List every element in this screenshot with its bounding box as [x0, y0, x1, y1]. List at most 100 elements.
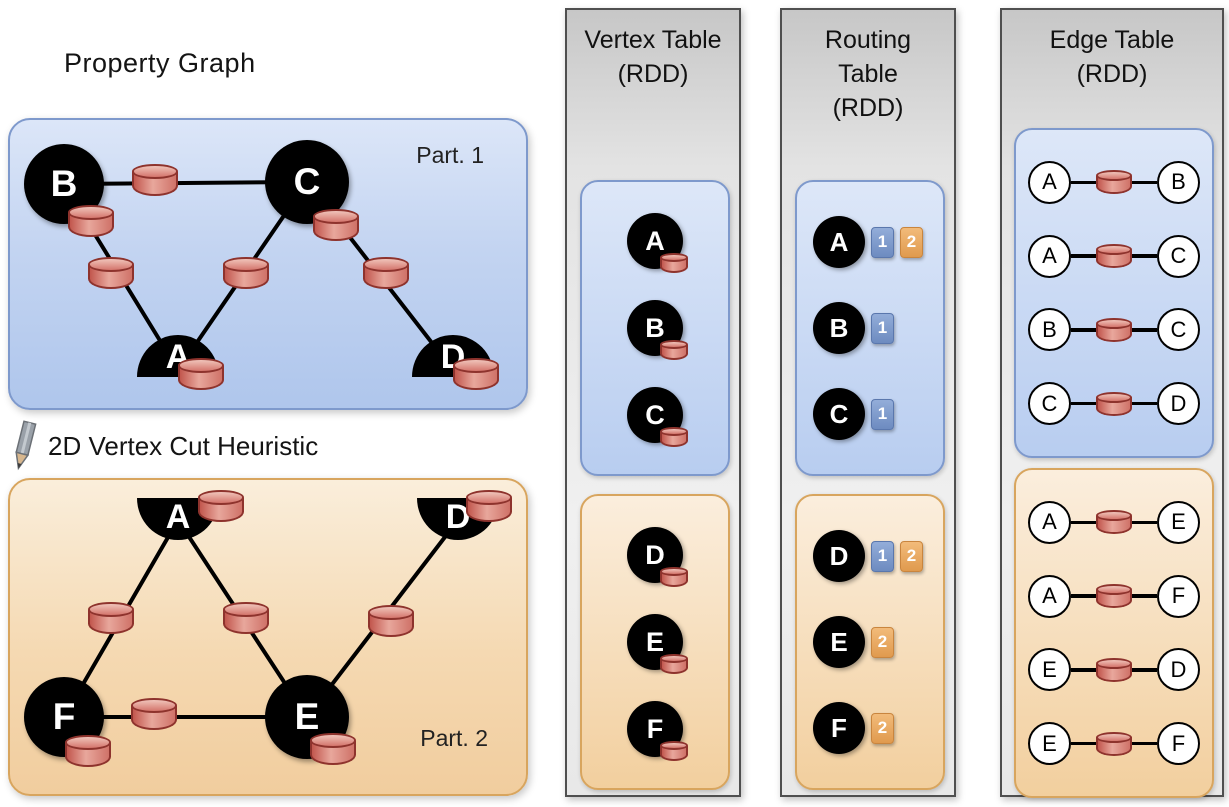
vertex-entry: A: [627, 213, 688, 273]
edge-entry: A C: [1016, 234, 1212, 278]
edge-table-part1-group: A B A C B C C: [1014, 128, 1214, 458]
edge-property-cylinder-icon: [1096, 391, 1132, 416]
vertex-id: A: [813, 216, 865, 268]
edge-entry: C D: [1016, 382, 1212, 426]
vertex-property-cylinder-icon: [310, 733, 356, 765]
vertex-entry: E: [627, 614, 688, 674]
edge-connector: [1132, 180, 1157, 185]
edge-connector: [1071, 180, 1096, 185]
edge-property-cylinder-icon: [223, 602, 269, 634]
edge-property-cylinder-icon: [132, 164, 178, 196]
routing-table-column: Routing Table (RDD) A 1 2 B 1 C 1 D 1 2: [780, 8, 956, 797]
edge-entry: B C: [1016, 308, 1212, 352]
edge-connector: [1071, 401, 1096, 406]
vertex-table-column: Vertex Table (RDD) A B C D E: [565, 8, 741, 797]
edge-connector: [1132, 668, 1157, 672]
vertex-id: F: [627, 701, 683, 757]
edge-property-cylinder-icon: [368, 605, 414, 637]
vertex-table-title: Vertex Table (RDD): [567, 10, 739, 92]
edge-connector: [1132, 328, 1157, 332]
routing-table-part2-group: D 1 2 E 2 F 2: [795, 494, 945, 790]
partition-badge: 1: [871, 398, 894, 430]
edge-connector: [1071, 254, 1096, 258]
routing-table-title-line1: Routing: [824, 26, 912, 54]
vertex-property-cylinder-icon: [660, 567, 688, 587]
edge-dst-vertex: B: [1157, 160, 1200, 204]
edge-property-cylinder-icon: [1096, 170, 1132, 195]
edge-src-vertex: E: [1028, 648, 1071, 692]
edge-connector: [1071, 594, 1096, 598]
edge-table-part2-group: A E A F E D E: [1014, 468, 1214, 798]
edge-connector: [1132, 401, 1157, 406]
partition-badge: 2: [871, 712, 894, 744]
partition-badge: 2: [900, 540, 923, 572]
edge-dst-vertex: F: [1157, 722, 1200, 766]
edge-dst-vertex: E: [1157, 500, 1200, 544]
edge-src-vertex: C: [1028, 382, 1071, 426]
vertex-id: B: [813, 302, 865, 354]
heuristic-caption: 2D Vertex Cut Heuristic: [10, 420, 318, 472]
vertex-property-cylinder-icon: [660, 253, 688, 273]
routing-entry: C 1: [797, 388, 943, 440]
vertex-id: A: [627, 213, 683, 269]
edge-dst-vertex: C: [1157, 308, 1200, 352]
partition-badge: 1: [871, 312, 894, 344]
routing-entry: A 1 2: [797, 216, 943, 268]
vertex-property-cylinder-icon: [466, 490, 512, 522]
edge-property-cylinder-icon: [88, 602, 134, 634]
edge-property-cylinder-icon: [363, 257, 409, 289]
vertex-property-cylinder-icon: [65, 735, 111, 767]
edge-entry: A E: [1016, 500, 1212, 544]
edge-entry: A B: [1016, 160, 1212, 204]
routing-table-part1-group: A 1 2 B 1 C 1: [795, 180, 945, 476]
edge-property-cylinder-icon: [131, 698, 177, 730]
edge-table-title: Edge Table (RDD): [1002, 10, 1222, 92]
vertex-property-cylinder-icon: [68, 205, 114, 237]
routing-entry: D 1 2: [797, 530, 943, 582]
edge-property-cylinder-icon: [1096, 244, 1132, 269]
vertex-property-cylinder-icon: [660, 654, 688, 674]
property-graph-title: Property Graph: [64, 48, 256, 78]
partition-2: Part. 2 A D F E: [8, 478, 528, 796]
partition-badge: 1: [871, 540, 894, 572]
partition-1-label: Part. 1: [416, 142, 484, 168]
edge-connector: [1071, 520, 1096, 525]
vertex-property-cylinder-icon: [198, 490, 244, 522]
vertex-entry: F: [627, 701, 688, 761]
routing-table-title-line3: (RDD): [832, 93, 904, 122]
edge-connector: [1071, 668, 1096, 672]
edge-table-column: Edge Table (RDD) A B A C B: [1000, 8, 1224, 798]
edge-dst-vertex: D: [1157, 382, 1200, 426]
routing-table-title-line2: Table: [838, 59, 898, 88]
vertex-table-part1-group: A B C: [580, 180, 730, 476]
vertex-id: D: [813, 530, 865, 582]
edge-connector: [1132, 741, 1157, 746]
vertex-table-title-line1: Vertex Table: [584, 26, 722, 54]
edge-table-title-line1: Edge Table: [1049, 26, 1175, 54]
edge-dst-vertex: C: [1157, 234, 1200, 278]
edge-property-cylinder-icon: [1096, 510, 1132, 535]
vertex-entry: B: [627, 300, 688, 360]
edge-src-vertex: B: [1028, 308, 1071, 352]
vertex-id: E: [813, 616, 865, 668]
edge-entry: A F: [1016, 574, 1212, 618]
routing-entry: F 2: [797, 702, 943, 754]
edge-dst-vertex: D: [1157, 648, 1200, 692]
vertex-property-cylinder-icon: [660, 741, 688, 761]
edge-property-cylinder-icon: [1096, 731, 1132, 756]
edge-table-title-line2: (RDD): [1076, 59, 1148, 88]
edge-connector: [1071, 741, 1096, 746]
partition-badge: 1: [871, 226, 894, 258]
vertex-table-title-line2: (RDD): [617, 59, 689, 88]
vertex-property-cylinder-icon: [178, 358, 224, 390]
routing-entry: B 1: [797, 302, 943, 354]
vertex-id: F: [813, 702, 865, 754]
edge-property-cylinder-icon: [1096, 317, 1132, 342]
edge-connector: [1132, 594, 1157, 598]
vertex-id: C: [813, 388, 865, 440]
routing-table-title: Routing Table (RDD): [782, 10, 954, 125]
partition-2-label: Part. 2: [420, 725, 488, 751]
partition-1: Part. 1 B C A D: [8, 118, 528, 410]
edge-dst-vertex: F: [1157, 574, 1200, 618]
